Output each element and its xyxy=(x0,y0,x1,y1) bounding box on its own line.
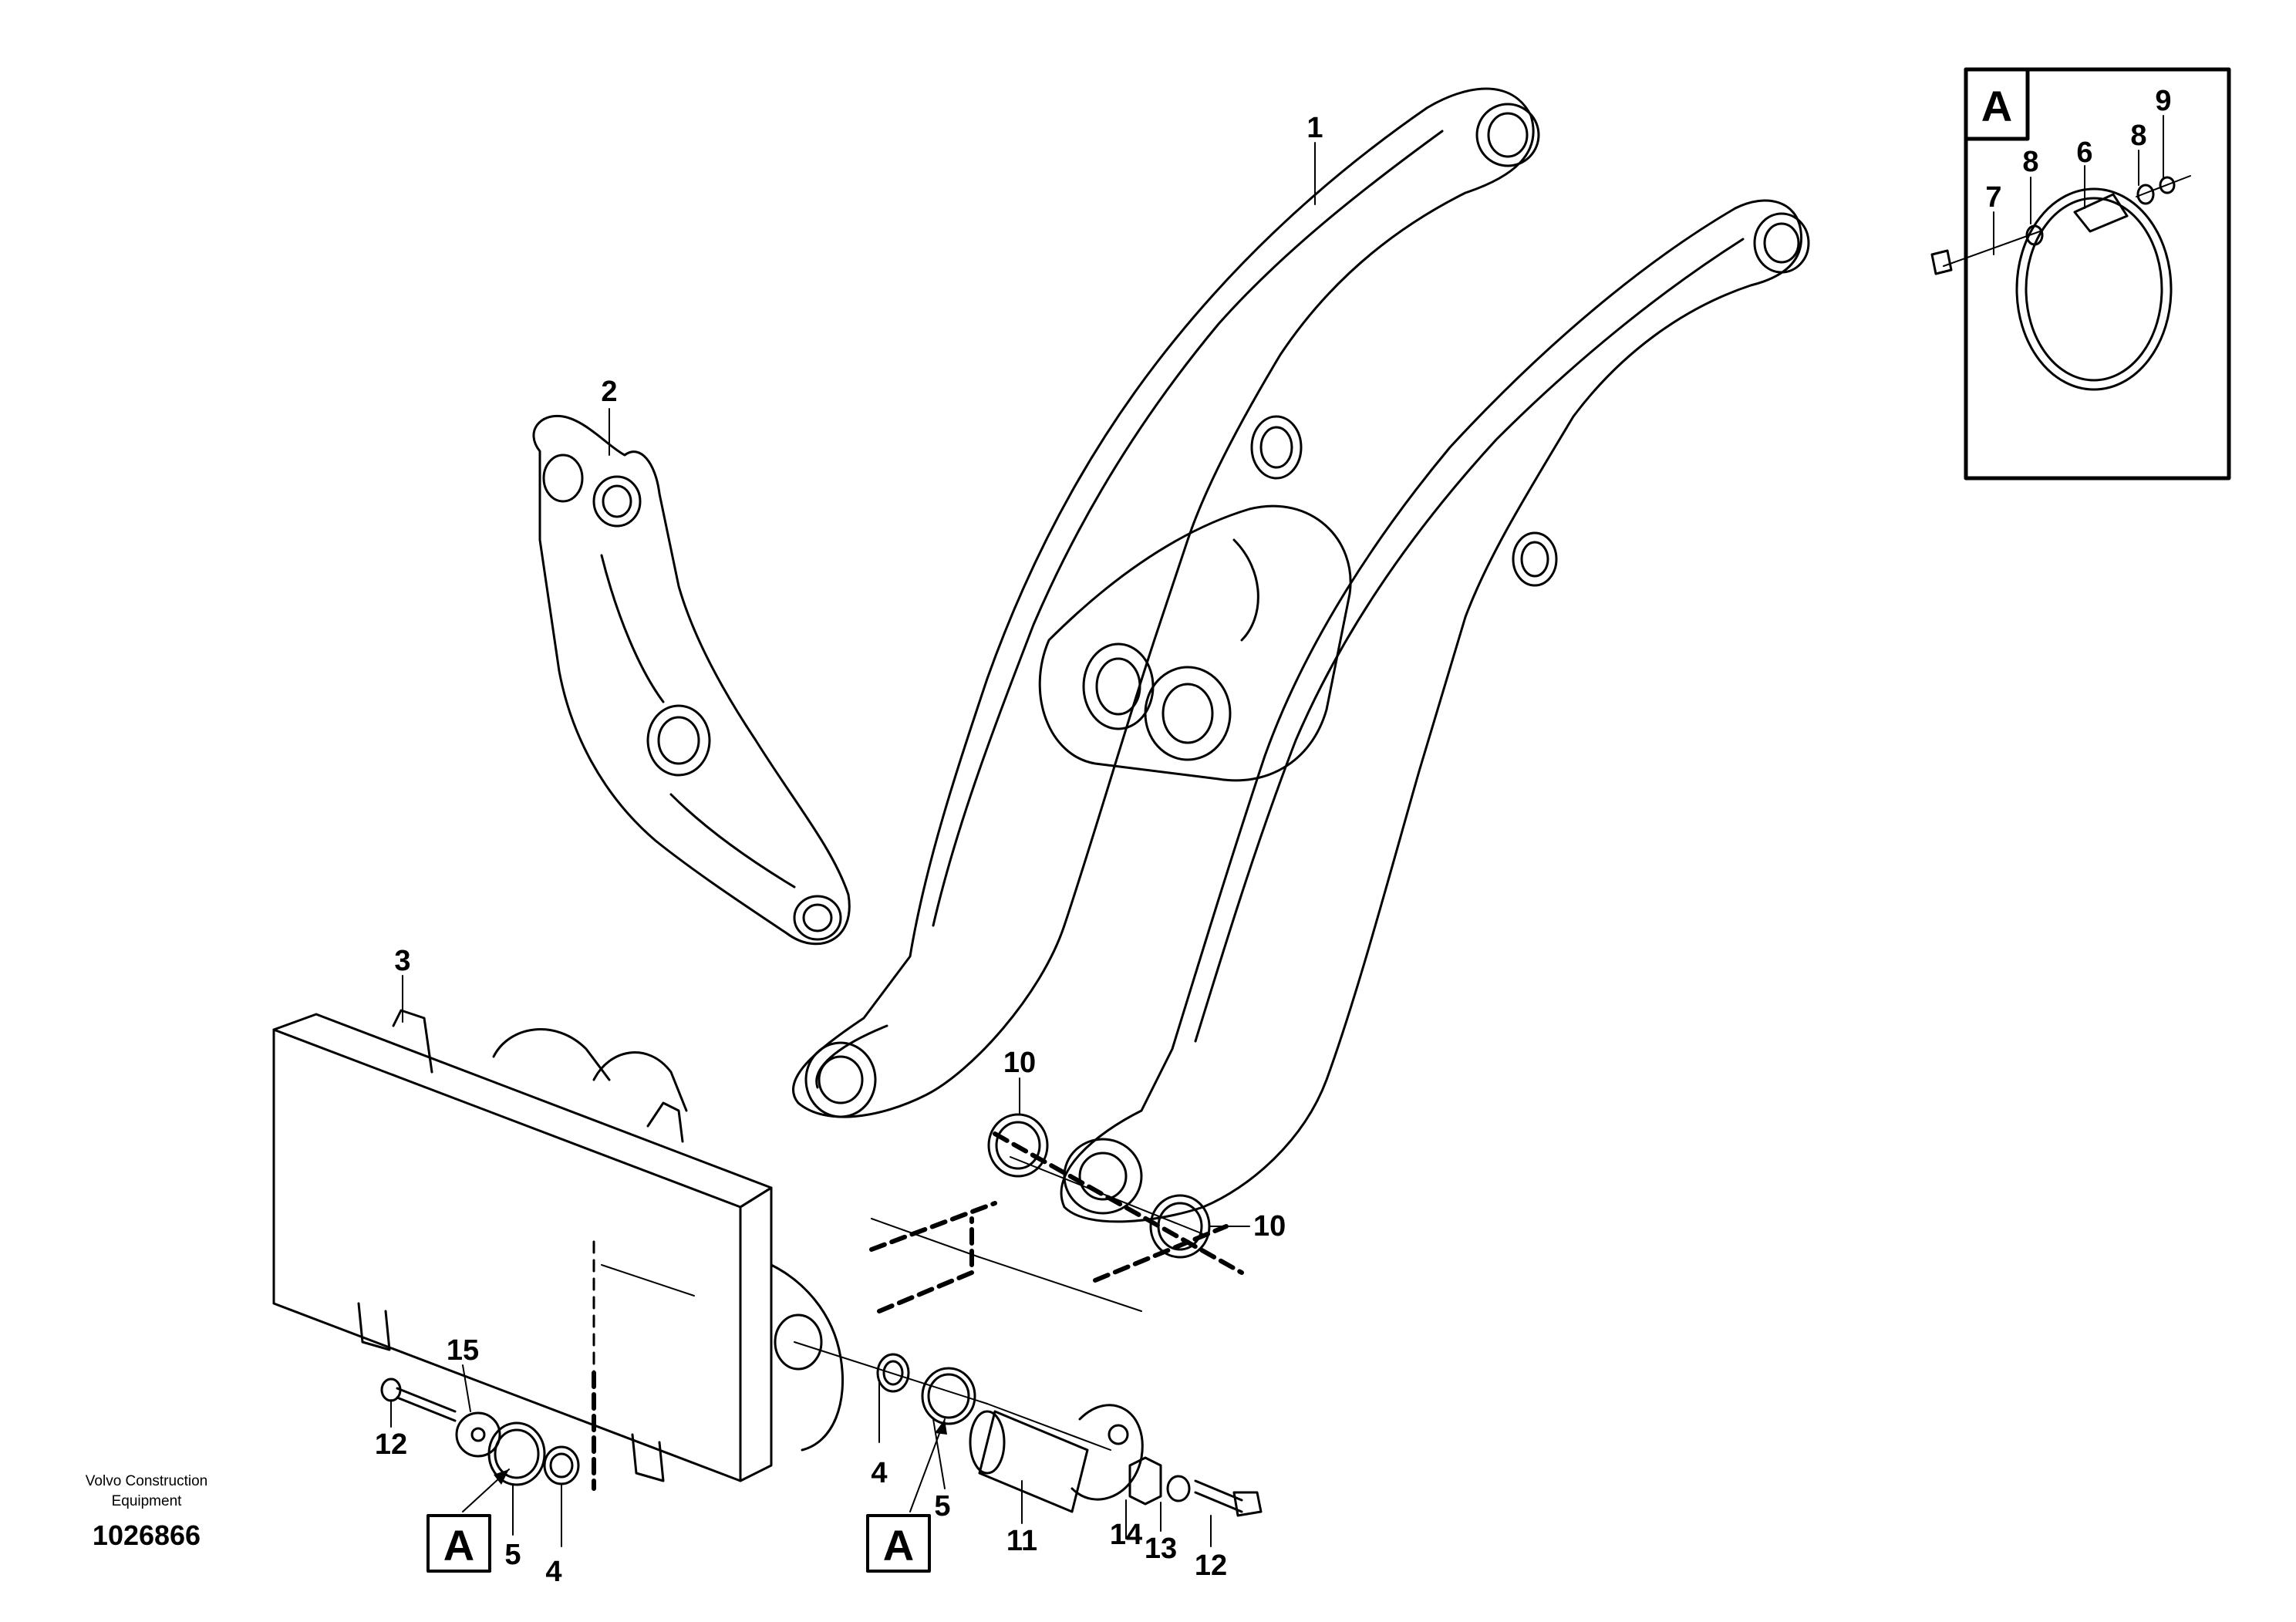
bolt-12-right xyxy=(1195,1481,1261,1516)
callout-3: 3 xyxy=(394,945,410,977)
guide-lines xyxy=(602,1157,1203,1450)
credit-line-2: Equipment xyxy=(112,1493,183,1509)
bolt-12-left xyxy=(382,1379,455,1421)
boom-left-arm xyxy=(793,89,1533,1117)
callout-6: 6 xyxy=(2076,137,2092,169)
seal-ring-5-right xyxy=(922,1368,975,1424)
attachment-bracket xyxy=(274,1010,843,1481)
callout-13: 13 xyxy=(1145,1533,1177,1565)
callout-12-right: 12 xyxy=(1195,1549,1227,1582)
callout-4-right: 4 xyxy=(871,1457,887,1489)
callout-9: 9 xyxy=(2155,85,2171,117)
tag-a-right: A xyxy=(883,1521,914,1570)
bellcrank-link xyxy=(534,416,849,943)
boom-right-arm xyxy=(1061,201,1801,1222)
callout-14: 14 xyxy=(1110,1519,1142,1551)
callout-12-left: 12 xyxy=(375,1428,407,1461)
callout-1: 1 xyxy=(1306,112,1323,144)
callout-labels: 1 2 3 4 4 5 5 6 7 8 8 9 10 10 11 12 12 1… xyxy=(375,85,2172,1588)
washer-13 xyxy=(1168,1476,1189,1501)
callout-10-lower: 10 xyxy=(1253,1210,1286,1243)
callout-10-upper: 10 xyxy=(1003,1047,1036,1079)
boom-bushings xyxy=(806,104,1809,1213)
washer-15 xyxy=(457,1413,500,1456)
drawing-number: 1026866 xyxy=(93,1519,201,1551)
tag-a-left: A xyxy=(443,1521,474,1570)
callout-7: 7 xyxy=(1985,181,2001,214)
callout-8-left: 8 xyxy=(2022,146,2038,178)
tag-arrow-heads xyxy=(494,1419,947,1485)
boom-cross-member xyxy=(1040,506,1350,781)
callout-8-right: 8 xyxy=(2130,120,2146,152)
pin-11 xyxy=(970,1405,1142,1512)
spacer-14 xyxy=(1130,1458,1161,1504)
spacer-ring-4-right xyxy=(878,1354,909,1391)
callout-5-left: 5 xyxy=(504,1539,521,1571)
callout-4-left: 4 xyxy=(545,1556,561,1588)
tag-a-box-right xyxy=(866,1514,931,1573)
detail-a-title: A xyxy=(1981,82,2012,130)
callout-2: 2 xyxy=(601,376,617,408)
leader-lines xyxy=(390,115,2164,1547)
callout-15: 15 xyxy=(447,1334,479,1367)
tag-a-box-left xyxy=(426,1514,491,1573)
spacer-ring-4-left xyxy=(544,1447,578,1484)
callout-11: 11 xyxy=(1006,1525,1037,1557)
callout-5-right: 5 xyxy=(934,1490,950,1523)
credit-line-1: Volvo Construction xyxy=(86,1473,207,1489)
seal-ring-5-left xyxy=(489,1423,544,1485)
seal-ring-10-lower xyxy=(1151,1195,1209,1257)
hidden-lines xyxy=(594,1134,1242,1489)
seal-ring-10-upper xyxy=(989,1114,1047,1176)
detail-a-inset xyxy=(1932,69,2229,478)
